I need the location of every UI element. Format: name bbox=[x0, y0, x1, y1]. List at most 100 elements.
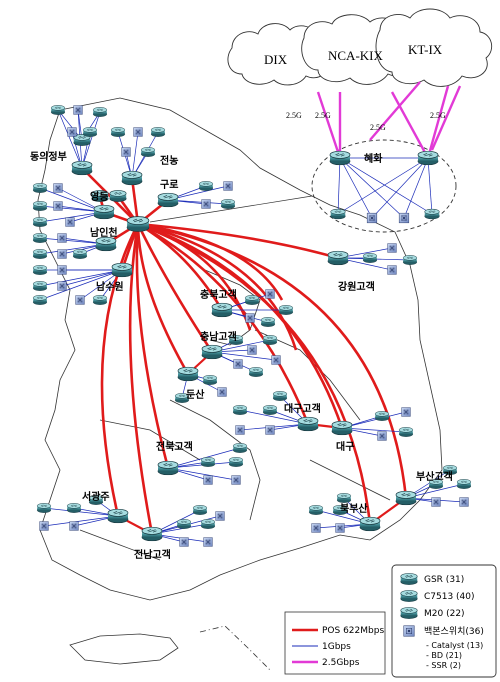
router-icon bbox=[211, 302, 233, 318]
legend-device-label: M20 (22) bbox=[424, 609, 465, 619]
link-pos-622mbps bbox=[128, 223, 154, 535]
node-label-jeonnong: 전농 bbox=[160, 154, 178, 167]
router-icon bbox=[109, 190, 127, 202]
link-pos-622mbps bbox=[135, 223, 170, 469]
c7513-router-icon bbox=[400, 590, 418, 602]
router-icon bbox=[141, 526, 163, 542]
backbone-switch-icon bbox=[53, 183, 63, 193]
router-icon bbox=[244, 295, 260, 305]
router-icon bbox=[262, 405, 278, 415]
backbone-switch-icon bbox=[203, 537, 213, 547]
cloud-label-ktix: KT-IX bbox=[408, 42, 443, 57]
link-pos-622mbps bbox=[137, 222, 339, 260]
backbone-switch-icon bbox=[233, 359, 243, 369]
backbone-switch-icon bbox=[67, 127, 77, 137]
link-1gbps bbox=[427, 157, 433, 215]
backbone-switch-icon bbox=[387, 243, 397, 253]
router-icon bbox=[456, 479, 472, 489]
cloud-label-dix: DIX bbox=[264, 52, 288, 67]
backbone-switch-icon bbox=[69, 521, 79, 531]
uplink-speed-label: 2.5G bbox=[286, 111, 302, 120]
link-1gbps bbox=[339, 157, 405, 219]
router-icon bbox=[107, 508, 129, 524]
link-2-5gbps bbox=[390, 91, 430, 159]
node-label-naminchon: 남인천 bbox=[90, 226, 118, 239]
link-1gbps bbox=[337, 157, 429, 215]
zoom-connector-line bbox=[149, 195, 313, 223]
link-2-5gbps bbox=[369, 81, 421, 141]
backbone-switch-icon bbox=[215, 511, 225, 521]
uplink-speed-label: 2.5G bbox=[370, 123, 386, 132]
backbone-switch-icon bbox=[53, 201, 63, 211]
router-icon bbox=[398, 427, 414, 437]
backbone-switch-icon bbox=[247, 345, 257, 355]
link-1gbps bbox=[371, 157, 429, 219]
link-1gbps bbox=[341, 427, 407, 433]
link-pos-622mbps bbox=[137, 222, 298, 351]
backbone-switch-icon bbox=[65, 217, 75, 227]
legend-sub-item: - BD (21) bbox=[426, 651, 462, 660]
router-icon bbox=[32, 217, 48, 227]
router-icon bbox=[297, 416, 319, 432]
node-label-namsuwon: 남수원 bbox=[96, 280, 124, 293]
link-1gbps bbox=[43, 507, 119, 517]
router-icon bbox=[232, 443, 248, 453]
link-1gbps bbox=[57, 109, 83, 169]
router-icon bbox=[402, 255, 418, 265]
router-icon bbox=[92, 295, 108, 305]
router-icon bbox=[232, 405, 248, 415]
legend-device-label: 백본스위치(36) bbox=[424, 625, 484, 637]
backbone-switch-icon bbox=[265, 289, 275, 299]
link-1gbps bbox=[131, 131, 139, 179]
node-label-jeonbuk: 전북고객 bbox=[156, 440, 193, 453]
router-icon bbox=[32, 249, 48, 259]
jeju-dashed-border bbox=[199, 625, 271, 671]
router-icon bbox=[50, 105, 66, 115]
backbone-switch-icon bbox=[223, 181, 233, 191]
hyehwa-leaf-switch-icon bbox=[398, 212, 410, 224]
node-label-dunsan: 둔산 bbox=[186, 388, 205, 401]
node-label-seogwangju: 서광주 bbox=[82, 490, 110, 503]
node-label-chungbuk: 충북고객 bbox=[200, 288, 237, 301]
router-icon bbox=[72, 249, 88, 259]
router-icon bbox=[82, 127, 98, 137]
router-icon bbox=[278, 305, 294, 315]
link-1gbps bbox=[39, 269, 123, 301]
node-label-jeonnam: 전남고객 bbox=[134, 548, 171, 561]
backbone-switch-icon bbox=[133, 127, 143, 137]
backbone-switch-icon bbox=[121, 147, 131, 157]
link-1gbps bbox=[167, 467, 237, 481]
router-icon bbox=[121, 170, 143, 186]
link-1gbps bbox=[341, 411, 407, 429]
node-label-uijeongbu: 동의정부 bbox=[30, 150, 67, 163]
router-icon bbox=[32, 281, 48, 291]
link-1gbps bbox=[39, 211, 105, 223]
node-label-hyehwa: 혜화 bbox=[364, 152, 383, 165]
backbone-switch-icon bbox=[57, 249, 67, 259]
hyehwa-router-a-icon bbox=[329, 150, 351, 166]
link-1gbps bbox=[39, 243, 107, 255]
router-icon bbox=[32, 265, 48, 275]
node-label-bukbusan: 북부산 bbox=[340, 502, 368, 515]
node-label-busan: 부산고객 bbox=[416, 470, 453, 483]
router-icon bbox=[140, 147, 156, 157]
hyehwa-leaf-router-icon bbox=[424, 208, 440, 220]
gsr-router-icon bbox=[400, 573, 418, 585]
node-label-guro: 구로 bbox=[160, 179, 178, 191]
link-2-5gbps bbox=[426, 85, 450, 159]
router-icon bbox=[32, 201, 48, 211]
backbone-switch-icon bbox=[235, 425, 245, 435]
router-icon bbox=[177, 366, 199, 382]
legend-link-label: 2.5Gbps bbox=[322, 658, 360, 668]
cloud-kt-ix bbox=[375, 8, 493, 87]
backbone-switch-icon bbox=[217, 387, 227, 397]
link-pos-622mbps bbox=[137, 222, 284, 301]
node-label-daegu_cust: 대구고객 bbox=[284, 402, 321, 415]
backbone-switch-icon bbox=[311, 523, 321, 533]
link-2-5gbps bbox=[316, 91, 342, 159]
link-pos-622mbps bbox=[100, 223, 140, 517]
legend-link-label: POS 622Mbps bbox=[322, 626, 384, 636]
router-icon bbox=[36, 503, 52, 513]
legend-sub-item: - Catalyst (13) bbox=[426, 641, 483, 650]
